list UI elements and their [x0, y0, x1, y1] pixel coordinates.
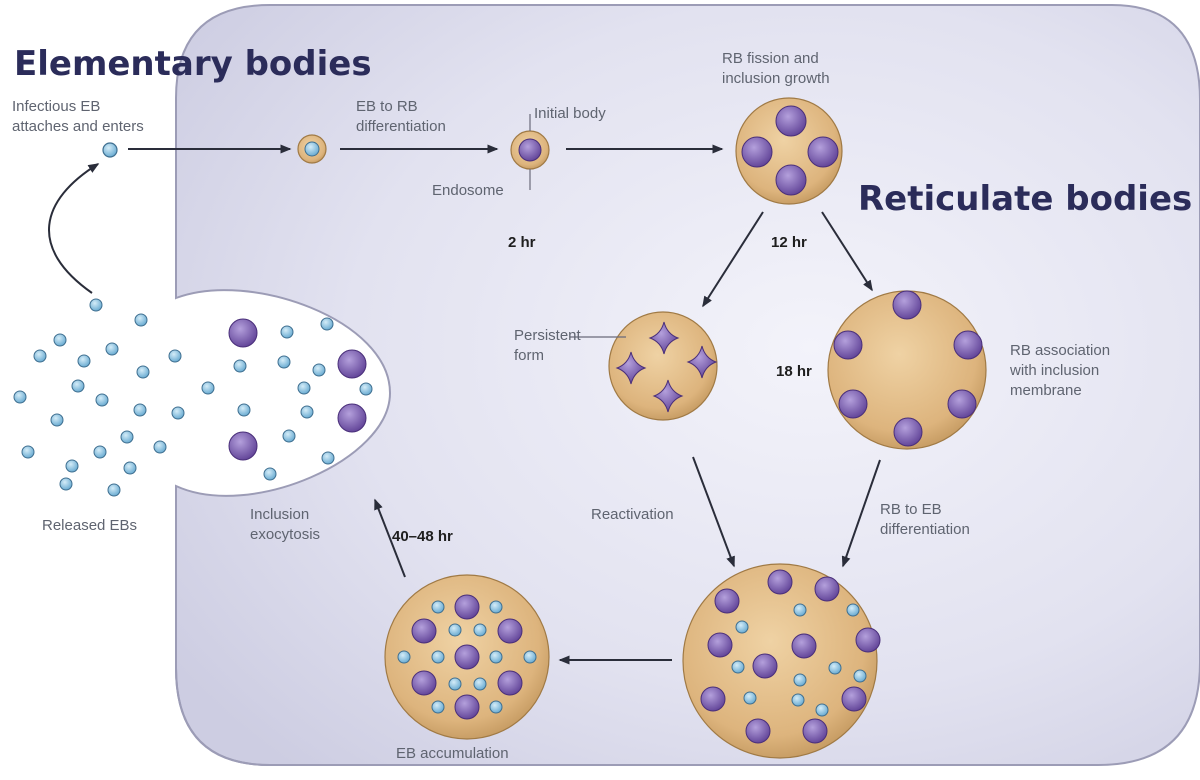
label-rb-assoc-1: RB association: [1010, 342, 1110, 359]
arrow-reinfection: [49, 164, 98, 293]
label-eb-to-rb-2: differentiation: [356, 118, 446, 135]
label-initial-body: Initial body: [534, 105, 606, 122]
label-rb-to-eb-2: differentiation: [880, 521, 970, 538]
label-endosome: Endosome: [432, 182, 504, 199]
label-rb-to-eb-1: RB to EB: [880, 501, 942, 518]
label-rb-assoc-2: with inclusion: [1009, 362, 1099, 379]
label-eb-accumulation: EB accumulation: [396, 745, 509, 762]
label-reactivation: Reactivation: [591, 506, 674, 523]
endosome-with-eb: [298, 135, 326, 163]
infectious-eb: [103, 143, 117, 157]
label-rb-fission-1: RB fission and: [722, 50, 819, 67]
label-released-ebs: Released EBs: [42, 517, 137, 534]
time-18hr: 18 hr: [776, 363, 812, 380]
rb-fission-inclusion: [736, 98, 842, 204]
initial-body-in-endosome: [511, 131, 549, 169]
label-infectious-eb-2: attaches and enters: [12, 118, 144, 135]
exocytosis-inclusion-contents: [202, 318, 372, 480]
label-persistent-1: Persistent: [514, 327, 582, 344]
time-12hr: 12 hr: [771, 234, 807, 251]
heading-reticulate-bodies: Reticulate bodies: [858, 179, 1192, 219]
rb-association-inclusion: [828, 291, 986, 449]
label-persistent-2: form: [514, 347, 544, 364]
released-eb-cluster: [14, 299, 184, 496]
persistent-form-inclusion: [609, 312, 717, 420]
eb-accumulation-inclusion: [385, 575, 549, 739]
time-2hr: 2 hr: [508, 234, 536, 251]
label-rb-assoc-3: membrane: [1010, 382, 1082, 399]
heading-elementary-bodies: Elementary bodies: [14, 44, 372, 84]
label-eb-to-rb-1: EB to RB: [356, 98, 418, 115]
label-inclusion-exocytosis-2: exocytosis: [250, 526, 320, 543]
label-inclusion-exocytosis-1: Inclusion: [250, 506, 309, 523]
time-40-48hr: 40–48 hr: [392, 528, 453, 545]
label-infectious-eb-1: Infectious EB: [12, 98, 100, 115]
label-rb-fission-2: inclusion growth: [722, 70, 830, 87]
